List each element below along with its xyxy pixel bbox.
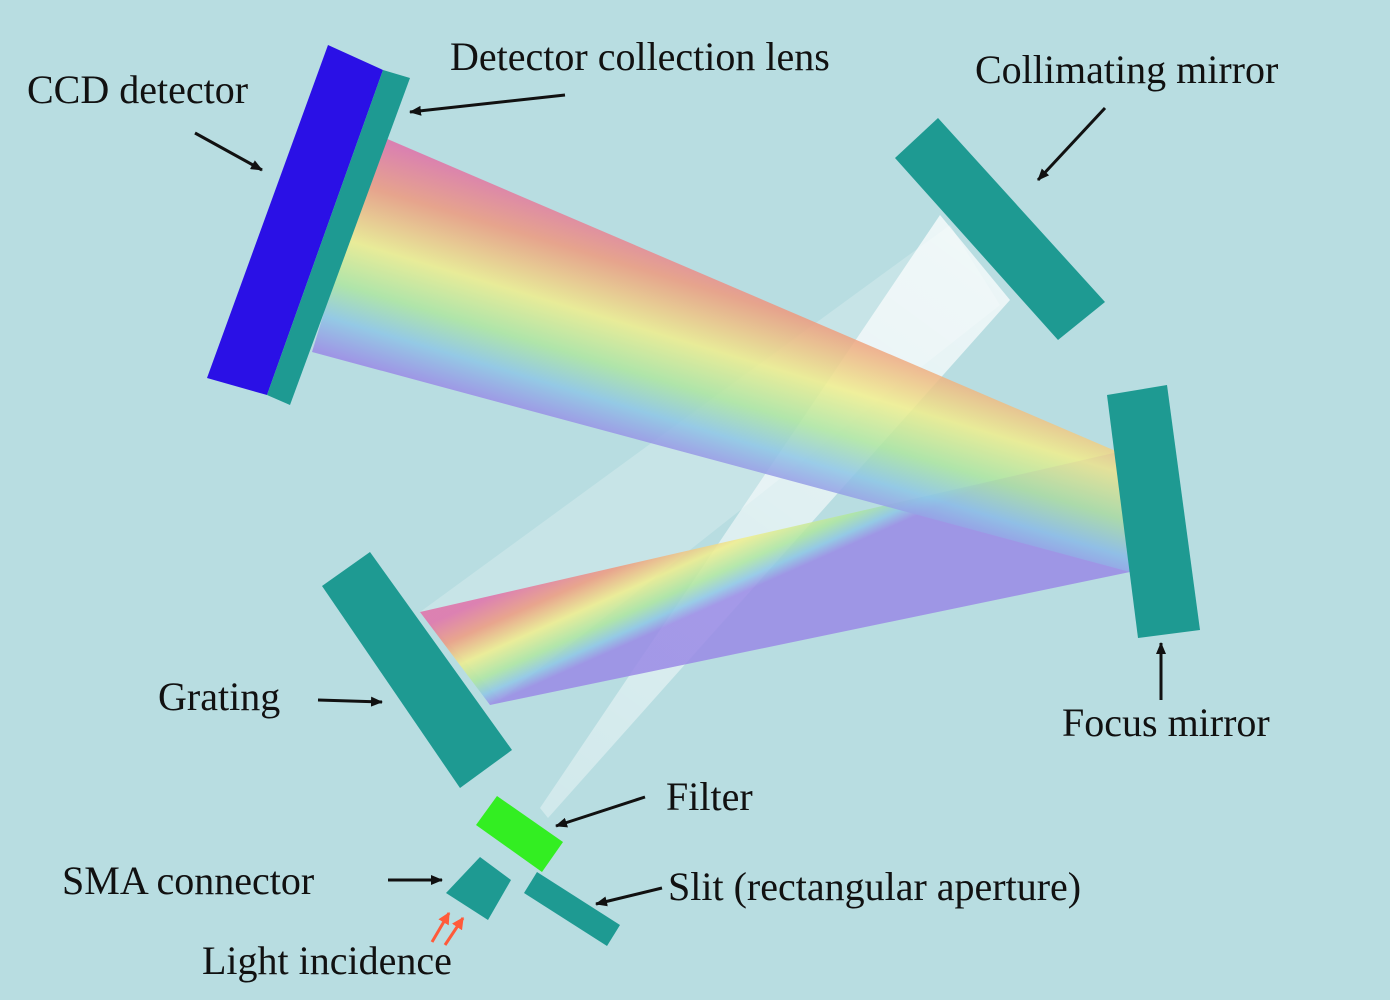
slit-label: Slit (rectangular aperture) (668, 864, 1081, 909)
collimating-mirror-label: Collimating mirror (975, 47, 1278, 92)
ccd-detector (207, 45, 383, 395)
ccd-detector-label: CCD detector (27, 67, 248, 112)
sma-connector-label: SMA connector (62, 858, 314, 903)
grating (322, 552, 512, 788)
light-incidence-arrow-right (443, 917, 465, 946)
labels: CCD detector Detector collection lens Co… (27, 34, 1278, 983)
components (207, 45, 1200, 946)
focused-beam-to-detector (312, 135, 1130, 572)
light-incidence-label: Light incidence (202, 938, 452, 983)
filter (476, 796, 563, 872)
focus-mirror (1107, 385, 1200, 638)
grating-arrow (317, 696, 383, 707)
light-incidence-arrow-left (430, 911, 451, 943)
ccd-detector-arrow (194, 131, 263, 172)
filter-label: Filter (666, 774, 753, 819)
grating-label: Grating (158, 674, 280, 719)
slit-arrow (595, 886, 663, 907)
focus-mirror-label: Focus mirror (1062, 700, 1270, 745)
beams (312, 135, 1130, 818)
pointer-arrows (194, 93, 1166, 946)
filter-arrow (555, 795, 646, 828)
detector-lens-arrow (409, 93, 566, 116)
detector-lens-label: Detector collection lens (450, 34, 830, 79)
collimating-mirror (895, 118, 1105, 340)
sma-connector (446, 857, 511, 920)
detector-collection-lens (267, 70, 410, 405)
slit (524, 872, 620, 946)
collimating-mirror-arrow (1036, 106, 1107, 182)
